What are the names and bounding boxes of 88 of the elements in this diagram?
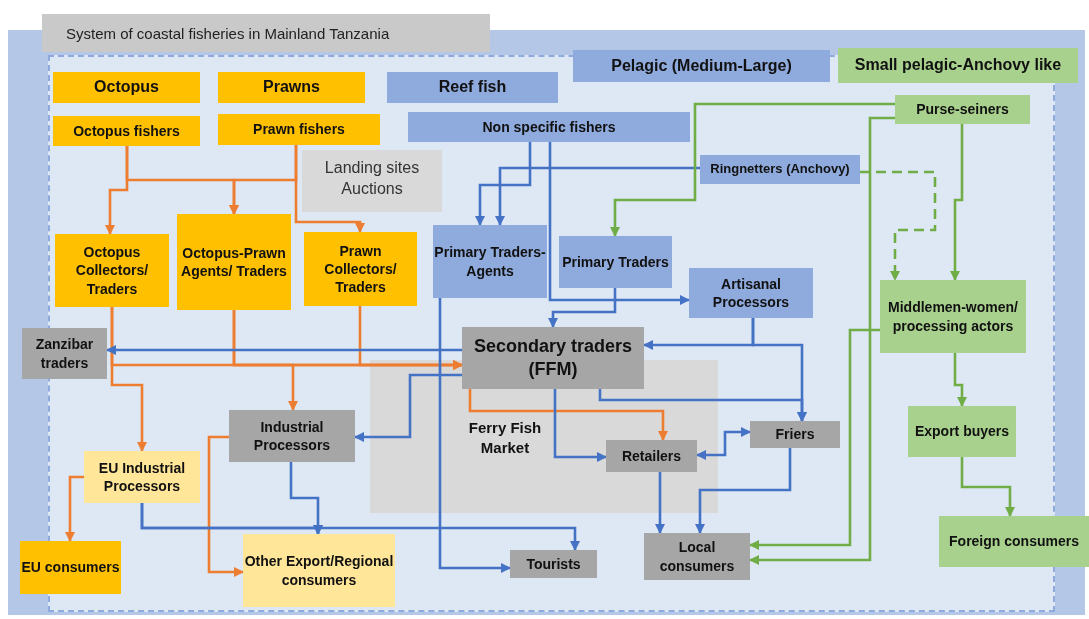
arrow [140, 503, 581, 552]
actor-box [229, 410, 355, 462]
arrow [748, 328, 880, 551]
arrow [949, 124, 964, 282]
arrow [232, 310, 299, 412]
node-label: Prawn Collectors/ Traders [323, 241, 398, 297]
node-label: Secondary traders (FFM) [472, 334, 634, 381]
node-label: Industrial Processors [252, 417, 332, 455]
category-box [53, 72, 200, 103]
arrow [548, 142, 691, 306]
category-box [838, 48, 1078, 83]
arrow [353, 373, 462, 443]
node-label: Non specific fishers [482, 117, 616, 137]
node-label: Foreign consumers [949, 532, 1079, 551]
actor-box [218, 114, 380, 145]
actor-box [304, 232, 417, 306]
actor-box [880, 280, 1026, 353]
dashed-arrow [860, 170, 937, 282]
arrow [64, 475, 84, 543]
actor-box [462, 327, 644, 389]
arrow [105, 344, 462, 356]
node-label: Middlemen-women/ processing actors [887, 298, 1019, 335]
node-label: Landing sites Auctions [323, 158, 421, 199]
node-label: Export buyers [914, 422, 1010, 441]
actor-box [53, 116, 200, 146]
node-label: Small pelagic-Anchovy like [854, 55, 1062, 76]
consumer-box [510, 550, 597, 578]
arrow [553, 389, 608, 463]
arrow [474, 142, 532, 227]
actor-box [433, 225, 547, 298]
node-label: Purse-seiners [916, 100, 1009, 119]
arrow [695, 426, 752, 461]
arrow [953, 353, 968, 408]
node-label: Tourists [526, 554, 581, 574]
node-label: Octopus fishers [73, 121, 180, 141]
actor-box [689, 268, 813, 318]
consumer-box [243, 534, 395, 607]
arrow [438, 298, 512, 574]
arrow [654, 472, 666, 535]
node-label: Reef fish [438, 77, 507, 98]
node-label: Prawn fishers [253, 120, 345, 139]
arrow [358, 306, 464, 371]
arrow [694, 448, 792, 535]
node-label: EU consumers [21, 558, 120, 577]
node-label: Retailers [621, 446, 682, 466]
arrow [748, 116, 895, 566]
landing-area-band [302, 150, 442, 212]
arrow [609, 102, 895, 238]
actor-box [55, 234, 169, 307]
actor-box [700, 155, 860, 184]
node-label: Zanzibar traders [34, 335, 95, 372]
arrow [468, 389, 669, 442]
actor-box [895, 95, 1030, 124]
node-label: EU Industrial Processors [97, 458, 187, 496]
node-label: Octopus [94, 77, 159, 98]
actor-box [408, 112, 690, 142]
arrow [598, 389, 808, 423]
node-label: Octopus-Prawn Agents/ Traders [180, 243, 288, 281]
node-label: Prawns [263, 77, 320, 98]
actor-box [606, 440, 697, 472]
node-label: Other Export/Regional consumers [243, 552, 395, 589]
node-label: Octopus Collectors/ Traders [74, 243, 150, 298]
category-box [218, 72, 365, 103]
node-label: Local consumers [658, 538, 736, 575]
node-label: Pelagic (Medium-Large) [611, 55, 792, 76]
actor-box [559, 236, 672, 288]
arrow [207, 435, 245, 578]
node-label: Ferry Fish Market [467, 418, 543, 457]
node-label: Ringnetters (Anchovy) [710, 161, 850, 178]
category-box [387, 72, 558, 103]
consumer-box [644, 533, 750, 580]
actor-box [84, 451, 200, 503]
consumer-box [939, 516, 1089, 567]
arrow [294, 145, 366, 234]
arrow [494, 166, 700, 227]
actor-box [750, 421, 840, 448]
node-label: Primary Traders [562, 252, 669, 272]
actor-box [22, 328, 107, 379]
actor-box [908, 406, 1016, 457]
consumer-box [20, 541, 121, 594]
arrow [547, 288, 617, 329]
node-label: Friers [775, 425, 815, 444]
node-label: Primary Traders-Agents [433, 243, 547, 280]
node-label: Artisanal Processors [711, 274, 791, 312]
diagram-title: System of coastal fisheries in Mainland Tanzania [42, 14, 490, 52]
category-box [573, 50, 830, 82]
arrow [960, 457, 1016, 518]
actor-box [177, 214, 291, 310]
